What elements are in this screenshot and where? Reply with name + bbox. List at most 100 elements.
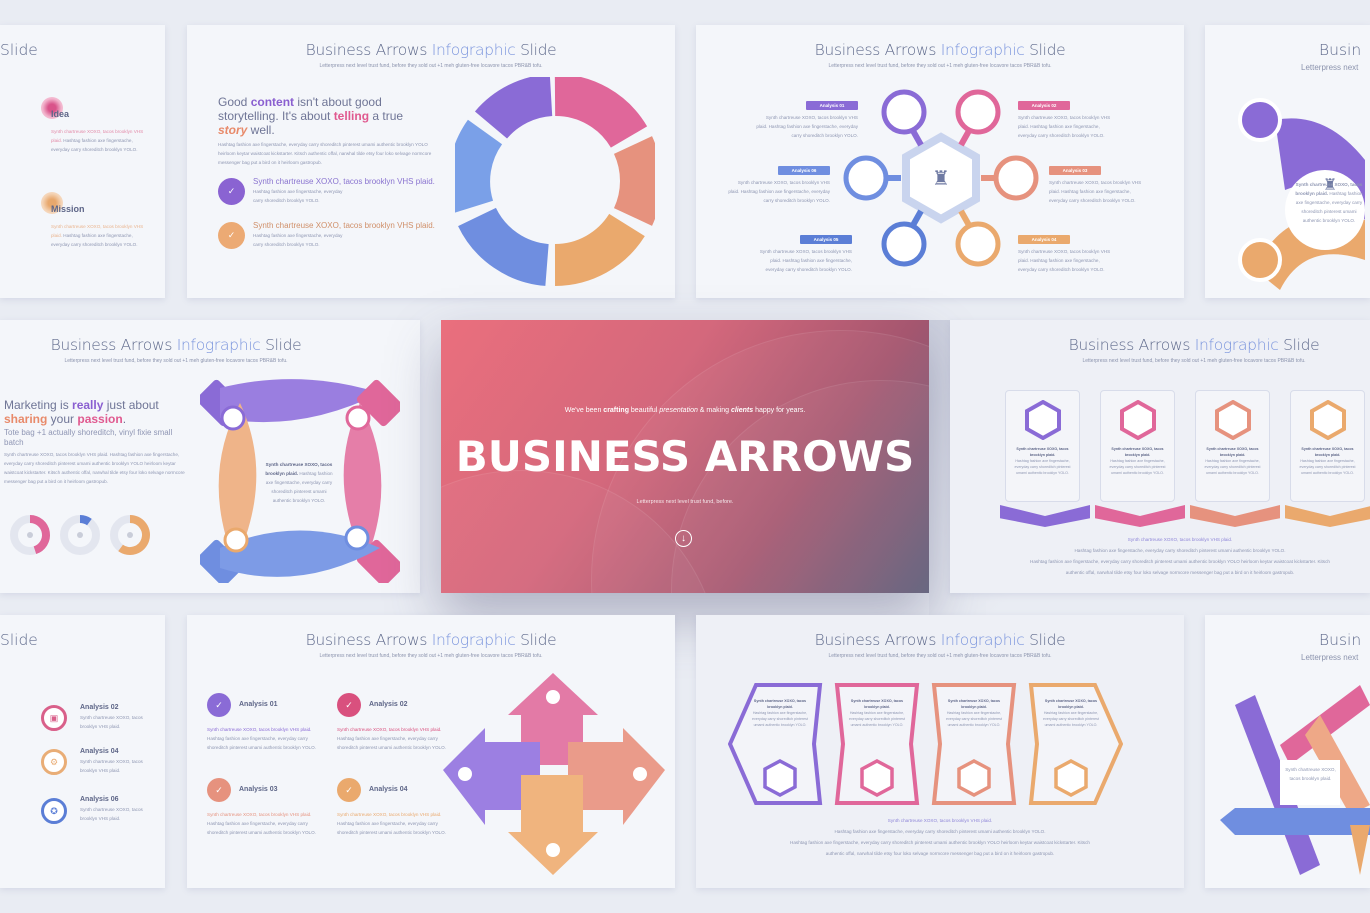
arrow-right-salmon [568,728,665,825]
arrow-down-orange [508,775,598,875]
passion-paragraph: Synth chartreuse XOXO, tacos brooklyn VH… [4,452,185,484]
rocket-icon [1238,238,1282,282]
hexagon-icon [1310,400,1346,440]
arrow-down-circle-icon[interactable]: ↓ [675,530,692,547]
center-text: Synth chartreuse XOXO, tacos brooklyn pl… [265,462,333,503]
slide-title: Business Arrows Infographic Slide [814,41,1066,59]
mission-text: Synth chartreuse XOXO, tacos brooklyn VH… [51,224,144,247]
hex-outline-card [728,683,823,805]
hexagon-icon [1054,759,1088,797]
ring-segment-pink [554,77,648,149]
check-icon: ✓ [218,222,245,249]
award-icon: ✪ [41,798,67,824]
hero-title: BUSINESS ARROWS [455,432,915,481]
check-icon: ✓ [337,693,361,717]
slide-subtitle: Letterpress next level trust fund, befor… [1082,358,1306,364]
arrow-blue [220,530,380,577]
slide-partial-top-right[interactable]: Busin Letterpress next ♜ Synth chartreus… [1205,25,1370,298]
hero-slide[interactable]: We've been crafting beautiful presentati… [441,320,929,593]
check-icon: ✓ [207,778,231,802]
slide-title: Slide [0,41,38,59]
arrow-pink [343,403,382,563]
slide-subtitle: Letterpress next [1301,63,1359,72]
idea-icon [41,97,63,119]
analysis-text: Synth chartreuse XOXO, tacos brooklyn VH… [207,727,316,750]
analysis-desc: Synth chartreuse XOXO, tacos brooklyn VH… [80,715,143,729]
node-analysis-06 [843,155,889,201]
ring-segment-blue [458,207,550,286]
analysis-text: Synth chartreuse XOXO, tacos brooklyn VH… [207,812,316,835]
donut-value [29,515,50,555]
slide-hex-outline-cards[interactable]: Business Arrows Infographic Slide Letter… [696,615,1184,888]
slide-partial-bottom-right[interactable]: Busin Letterpress next Synth chartreuse … [1205,615,1370,888]
label-analysis-03: Analysis 03 [1049,166,1101,175]
ring-segment-lightblue [455,119,503,213]
arrow-left-purple [443,728,540,825]
zigzag-segment [1285,505,1370,527]
label-analysis-04: Analysis 04 [1018,235,1070,244]
card-text: Synth chartreuse XOXO, tacos brooklyn pl… [849,699,905,727]
chess-rook-icon: ♜ [1323,177,1337,194]
card-text: Synth chartreuse XOXO, tacos brooklyn pl… [1109,447,1166,475]
hex-outline-card [834,683,920,805]
slide-subtitle: Letterpress next level trust fund, befor… [319,653,543,659]
idea-label: Idea [51,109,70,119]
analysis-label: Analysis 04 [369,786,408,793]
analysis-text: Synth chartreuse XOXO, tacos brooklyn VH… [728,180,830,203]
check-icon: ✓ [207,693,231,717]
check-icon: ✓ [218,178,245,205]
label-analysis-01: Analysis 01 [806,101,858,110]
slide-subtitle: Letterpress next level trust fund, befor… [319,63,543,69]
slide-hexagon-hub[interactable]: Business Arrows Infographic Slide Letter… [696,25,1184,298]
slide-hex-cards[interactable]: Business Arrows Infographic Slide Letter… [950,320,1370,593]
hexagon-icon [763,759,797,797]
donut-value [79,515,92,526]
slide-title: Business Arrows Infographic Slide [1068,336,1320,354]
hexagon-icon [1215,400,1251,440]
node-analysis-03 [993,155,1039,201]
card-text: Synth chartreuse XOXO, tacos brooklyn pl… [752,699,808,727]
analysis-desc: Synth chartreuse XOXO, tacos brooklyn VH… [80,807,143,821]
passion-subtext: Tote bag +1 actually shoreditch, vinyl f… [4,428,173,447]
footer-text: Synth chartreuse XOXO, tacos brooklyn VH… [790,818,1090,856]
ring-segment-purple [474,77,554,140]
slide-title: Business Arrows Infographic Slide [305,631,557,649]
story-headline: Good content isn't about good storytelli… [218,95,404,137]
label-analysis-06: Analysis 06 [778,166,830,175]
card-text: Synth chartreuse XOXO, tacos brooklyn pl… [946,699,1002,727]
slide-idea-mission[interactable]: Slide Idea Synth chartreuse XOXO, tacos … [0,25,165,298]
hex-outline-card [1028,683,1123,805]
analysis-label: Analysis 03 [239,786,278,793]
analysis-label: Analysis 06 [80,796,119,803]
puzzle-arrow-diagram [443,673,665,875]
hexagon-icon [1025,400,1061,440]
arrow-purple [220,379,380,423]
slide-title: Busin [1319,41,1362,59]
slide-passion-cross[interactable]: Business Arrows Infographic Slide Letter… [0,320,420,593]
label-analysis-02: Analysis 02 [1018,101,1070,110]
slide-puzzle-arrows[interactable]: Business Arrows Infographic Slide Letter… [187,615,675,888]
analysis-text: Synth chartreuse XOXO, tacos brooklyn VH… [1018,115,1111,138]
slide-analysis-list[interactable]: Slide ▣ Analysis 02 Synth chartreuse XOX… [0,615,165,888]
slide-title: Business Arrows Infographic Slide [50,336,302,354]
footer-text: Synth chartreuse XOXO, tacos brooklyn VH… [1030,537,1330,575]
item-text: Synth chartreuse XOXO, tacos brooklyn VH… [253,177,435,203]
slide-subtitle: Letterpress next level trust fund, befor… [828,653,1052,659]
slide-story-ring[interactable]: Business Arrows Infographic Slide Letter… [187,25,675,298]
arrow-orange [218,403,257,563]
hex-outline-card [931,683,1017,805]
node-analysis-05 [881,221,927,267]
mission-icon [41,192,63,214]
card-text: Synth chartreuse XOXO, tacos brooklyn pl… [1014,447,1071,475]
slide-subtitle: Letterpress next level trust fund, befor… [64,358,288,364]
analysis-label: Analysis 01 [239,701,278,708]
story-paragraph: Hashtag fashion axe fingerstache, everyd… [218,142,432,165]
target-icon: ▣ [41,705,67,731]
donut-row [10,515,150,555]
slide-title: Business Arrows Infographic Slide [305,41,557,59]
hexagon-icon [1120,400,1156,440]
donut-value [118,515,150,555]
diagonal-arrows [1220,685,1370,875]
slide-subtitle: Letterpress next level trust fund, befor… [828,63,1052,69]
